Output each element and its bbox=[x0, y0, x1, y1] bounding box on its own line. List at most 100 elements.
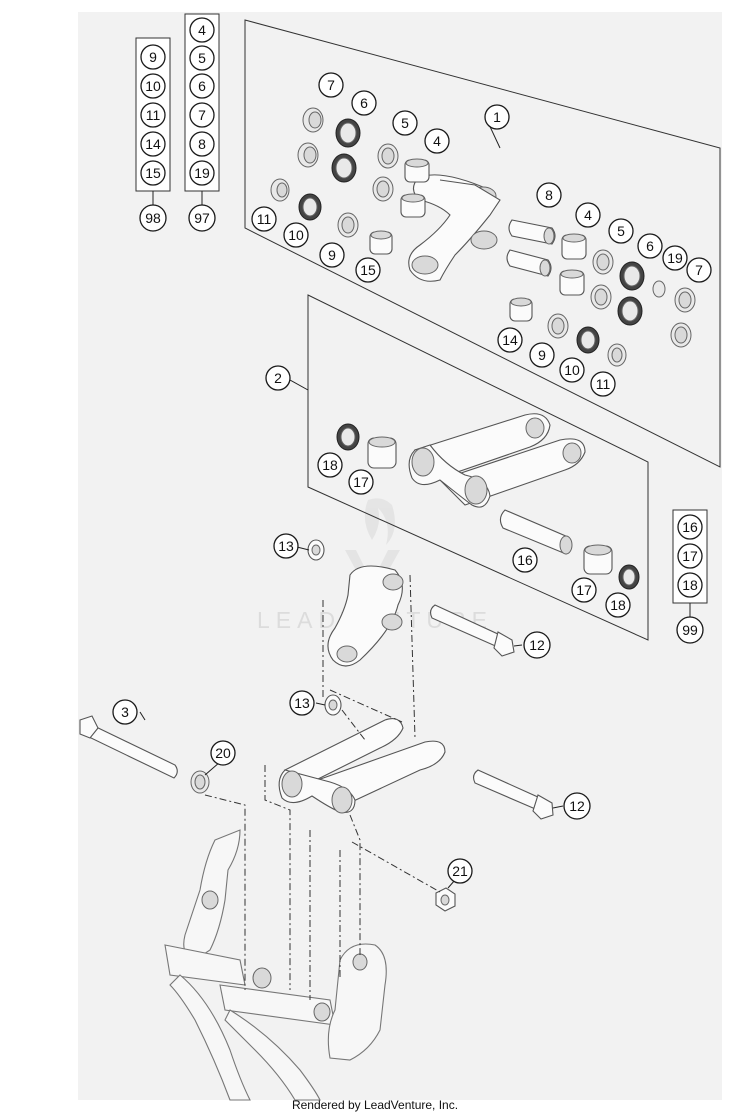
svg-text:12: 12 bbox=[529, 637, 545, 653]
svg-text:3: 3 bbox=[121, 704, 129, 720]
part-bearing-6d bbox=[617, 296, 643, 326]
svg-text:4: 4 bbox=[584, 207, 592, 223]
svg-text:20: 20 bbox=[215, 745, 231, 761]
kit-98-member: 15 bbox=[140, 160, 166, 186]
part-nut-13b bbox=[324, 694, 342, 716]
svg-text:14: 14 bbox=[502, 332, 518, 348]
callout-14: 14 bbox=[497, 327, 523, 353]
part-seal-7a bbox=[302, 107, 324, 133]
callout-12a: 12 bbox=[523, 631, 551, 659]
callout-13b: 13 bbox=[289, 690, 315, 716]
callout-21: 21 bbox=[447, 858, 473, 884]
svg-text:5: 5 bbox=[401, 115, 409, 131]
part-washer-5a bbox=[377, 143, 399, 169]
footer-credit: Rendered by LeadVenture, Inc. bbox=[291, 1098, 459, 1112]
svg-text:21: 21 bbox=[452, 863, 468, 879]
diagram-canvas bbox=[78, 12, 722, 1100]
callout-18a: 18 bbox=[317, 452, 343, 478]
part-washer-9a bbox=[337, 212, 359, 238]
callout-10a: 10 bbox=[283, 222, 309, 248]
kit-97-number: 97 bbox=[188, 204, 216, 232]
part-bolt-12a bbox=[429, 604, 515, 657]
svg-text:13: 13 bbox=[278, 538, 294, 554]
svg-text:16: 16 bbox=[517, 552, 533, 568]
part-seal-7c bbox=[297, 142, 319, 168]
kit-99-member: 18 bbox=[677, 572, 703, 598]
svg-text:6: 6 bbox=[360, 95, 368, 111]
callout-17b: 17 bbox=[571, 577, 597, 603]
part-washer-9b bbox=[547, 313, 569, 339]
part-bearing-6c bbox=[331, 153, 357, 183]
part-ring-19 bbox=[652, 280, 666, 298]
part-seal-18b bbox=[618, 564, 640, 590]
kit-97-member: 7 bbox=[189, 102, 215, 128]
panel-assembly-1 bbox=[244, 19, 721, 468]
panel-assembly-2 bbox=[307, 294, 649, 641]
part-bushing-4b bbox=[561, 233, 587, 260]
callout-8: 8 bbox=[536, 182, 562, 208]
part-bolt-3 bbox=[79, 715, 178, 779]
part-seal-18a bbox=[336, 423, 360, 451]
svg-text:17: 17 bbox=[682, 548, 698, 564]
svg-text:7: 7 bbox=[695, 262, 703, 278]
svg-text:2: 2 bbox=[274, 370, 282, 386]
callout-5b: 5 bbox=[608, 218, 634, 244]
svg-text:8: 8 bbox=[545, 187, 553, 203]
svg-text:18: 18 bbox=[322, 457, 338, 473]
svg-text:18: 18 bbox=[610, 597, 626, 613]
callout-18b: 18 bbox=[605, 592, 631, 618]
svg-text:7: 7 bbox=[327, 77, 335, 93]
kit-98-member: 11 bbox=[140, 102, 166, 128]
svg-text:10: 10 bbox=[564, 362, 580, 378]
part-bearing-6b bbox=[619, 261, 645, 291]
svg-text:17: 17 bbox=[353, 474, 369, 490]
part-2-link-rods bbox=[408, 413, 586, 508]
callout-4b: 4 bbox=[575, 202, 601, 228]
part-washer-5d bbox=[590, 284, 612, 310]
part-nut-21 bbox=[435, 887, 456, 912]
callout-11b: 11 bbox=[590, 371, 616, 397]
svg-text:99: 99 bbox=[682, 622, 698, 638]
svg-text:11: 11 bbox=[596, 376, 611, 392]
part-seal-7d bbox=[670, 322, 692, 348]
part-1-rocker-casting bbox=[408, 174, 501, 282]
part-bearing-6a bbox=[335, 118, 361, 148]
callout-11a: 11 bbox=[251, 206, 277, 232]
svg-text:9: 9 bbox=[538, 347, 546, 363]
callout-19: 19 bbox=[662, 245, 688, 271]
svg-text:1: 1 bbox=[493, 109, 501, 125]
svg-text:16: 16 bbox=[682, 519, 698, 535]
callout-9a: 9 bbox=[319, 242, 345, 268]
part-washer-5b bbox=[592, 249, 614, 275]
part-seal-7b bbox=[674, 287, 696, 313]
svg-text:4: 4 bbox=[433, 133, 441, 149]
svg-text:10: 10 bbox=[145, 78, 161, 94]
svg-text:6: 6 bbox=[646, 238, 654, 254]
watermark-logo bbox=[345, 498, 400, 600]
callout-10b: 10 bbox=[559, 357, 585, 383]
svg-text:5: 5 bbox=[198, 50, 206, 66]
kit-97-member: 8 bbox=[189, 131, 215, 157]
callout-6a: 6 bbox=[351, 90, 377, 116]
kit-97-member: 6 bbox=[189, 73, 215, 99]
callout-1: 1 bbox=[484, 104, 510, 130]
part-bushing-4a bbox=[404, 158, 430, 183]
part-nut-13a bbox=[307, 539, 325, 561]
callout-4a: 4 bbox=[424, 128, 450, 154]
svg-text:9: 9 bbox=[149, 49, 157, 65]
svg-text:12: 12 bbox=[569, 798, 585, 814]
svg-text:18: 18 bbox=[682, 577, 698, 593]
part-washer-5c bbox=[372, 176, 394, 202]
svg-text:17: 17 bbox=[576, 582, 592, 598]
part-bushing-4d bbox=[559, 269, 585, 296]
svg-text:9: 9 bbox=[328, 247, 336, 263]
svg-text:10: 10 bbox=[288, 227, 304, 243]
part-sleeve-8b bbox=[506, 249, 552, 277]
callout-5a: 5 bbox=[392, 110, 418, 136]
part-seal-11a bbox=[270, 178, 290, 202]
part-bushing-15 bbox=[369, 230, 393, 255]
kit-98-member: 14 bbox=[140, 131, 166, 157]
part-bearing-10a bbox=[298, 193, 322, 221]
callout-20: 20 bbox=[210, 740, 236, 766]
callout-7a: 7 bbox=[318, 72, 344, 98]
